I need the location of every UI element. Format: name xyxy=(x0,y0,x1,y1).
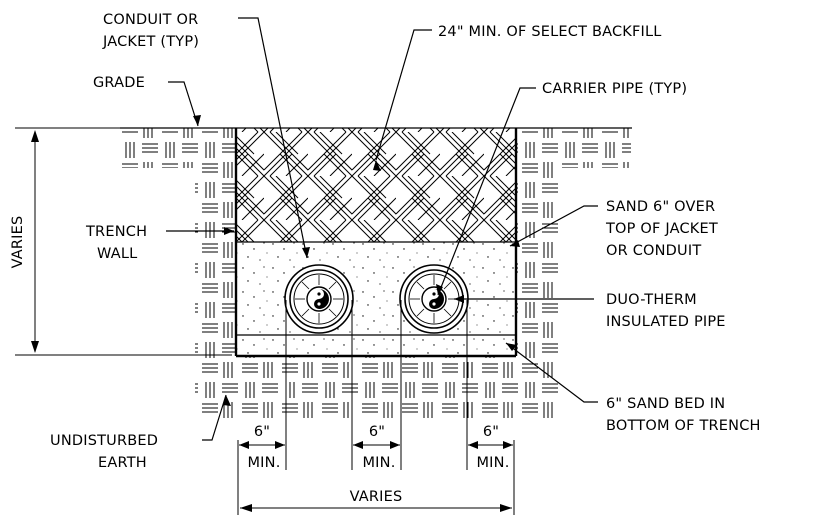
trench-wall-label-line2: WALL xyxy=(97,246,137,262)
min-dim-1-label: MIN. xyxy=(247,455,280,471)
backfill-label: 24" MIN. OF SELECT BACKFILL xyxy=(438,24,662,40)
varies-vertical-label: VARIES xyxy=(10,216,26,269)
undisturbed-earth xyxy=(120,128,631,420)
undisturbed-label-line2: EARTH xyxy=(98,455,147,471)
dimension-arrowheads xyxy=(239,441,513,512)
min-dim-3-value: 6" xyxy=(483,424,499,440)
min-dim-1-value: 6" xyxy=(254,424,270,440)
carrier-pipe-label: CARRIER PIPE (TYP) xyxy=(542,81,687,97)
min-dim-3-label: MIN. xyxy=(476,455,509,471)
conduit-label-line1: CONDUIT OR xyxy=(103,12,198,28)
leader-lines xyxy=(166,17,598,441)
select-backfill xyxy=(236,128,516,242)
duo-therm-label-line1: DUO-THERM xyxy=(606,292,697,308)
trench-wall-label-line1: TRENCH xyxy=(85,224,147,240)
sand-bed-label-line2: BOTTOM OF TRENCH xyxy=(606,418,761,434)
min-dim-2-label: MIN. xyxy=(362,455,395,471)
sand-over-label-line1: SAND 6" OVER xyxy=(606,199,715,215)
conduit-label-line2: JACKET (TYP) xyxy=(102,34,199,50)
vertical-dimension xyxy=(15,127,232,356)
insulated-pipe-icon xyxy=(284,264,354,334)
min-dim-2-value: 6" xyxy=(369,424,385,440)
leader-arrowheads xyxy=(193,115,520,406)
varies-horizontal-label: VARIES xyxy=(350,489,403,505)
undisturbed-label-line1: UNDISTURBED xyxy=(50,433,158,449)
sand-over-label-line3: OR CONDUIT xyxy=(606,243,701,259)
grade-label: GRADE xyxy=(93,75,145,91)
sand-bed-label-line1: 6" SAND BED IN xyxy=(606,396,725,412)
sand-over-label-line2: TOP OF JACKET xyxy=(605,221,718,237)
duo-therm-label-line2: INSULATED PIPE xyxy=(606,314,726,330)
